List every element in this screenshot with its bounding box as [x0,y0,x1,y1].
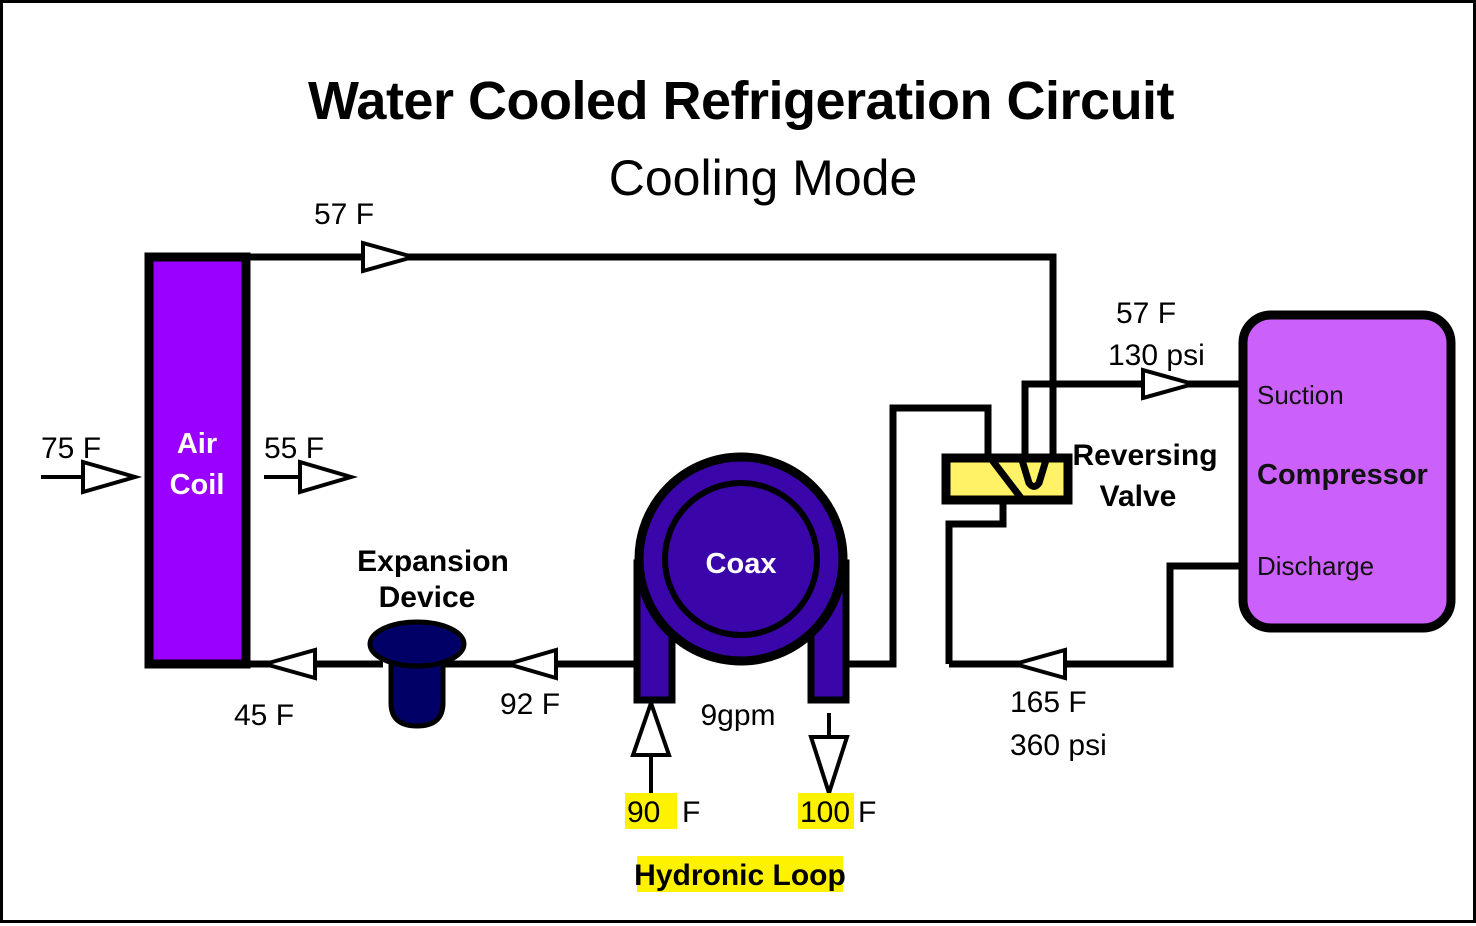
coax-inner-tube [662,480,820,638]
reversing-valve-port-connector [1018,458,1050,490]
pipe-compressor-discharge [949,562,1243,668]
label-hydronic-in-value: 90 [627,796,660,829]
arrow-expansion-inlet [500,647,558,681]
arrow-hydronic-out [808,735,850,800]
label-hydronic-flow: 9gpm [700,699,775,732]
coax-heat-exchanger[interactable]: Coax [633,452,850,704]
expansion-device-cap [367,619,467,669]
diagram-title-line2: Cooling Mode [609,150,918,206]
label-expansion-inlet: 92 F [500,688,560,721]
arrow-compressor-suction [1141,367,1201,401]
compressor-port-discharge-label: Discharge [1257,551,1374,581]
label-compressor-suction-press: 130 psi [1108,339,1205,372]
pipe-coax-to-valve [833,404,992,668]
label-compressor-suction-temp: 57 F [1116,297,1176,330]
expansion-device-label-line2: Device [379,581,476,614]
air-coil-label-line2: Coil [170,469,225,501]
label-compressor-discharge-press: 360 psi [1010,729,1107,762]
label-compressor-discharge-temp: 165 F [1010,686,1087,719]
arrow-hydronic-in [630,696,672,757]
hydronic-inlet-arrow [630,696,672,793]
expansion-device-label-line1: Expansion [357,545,509,578]
label-coil-suction-out: 57 F [314,198,374,231]
arrow-air-in [81,459,143,495]
compressor-label: Compressor [1257,459,1428,491]
reversing-valve-label-line1: Reversing [1072,439,1217,472]
reversing-valve[interactable] [941,453,1073,505]
expansion-device[interactable] [367,619,467,729]
label-coil-liquid-in: 45 F [234,699,294,732]
label-air-out: 55 F [264,432,324,465]
pipe-valve-suction-stub [1021,380,1068,465]
air-coil-label-line1: Air [177,428,217,460]
highlight-hydronic-out [798,793,854,829]
highlight-hydronic-in [625,793,677,829]
arrow-coil-liquid-in [257,647,317,681]
label-hydronic-out-unit: F [858,796,876,829]
air-coil-body[interactable] [144,252,251,669]
arrow-air-out [298,459,359,495]
label-air-in: 75 F [41,432,101,465]
label-hydronic-out-value: 100 [800,796,850,829]
label-hydronic-in-unit: F [682,796,700,829]
pipe-valve-to-discharge-return [945,500,1007,664]
reversing-valve-label-line2: Valve [1100,480,1177,513]
arrow-coil-suction-out [361,240,421,274]
compressor-body[interactable] [1238,310,1456,633]
diagram-title-line1: Water Cooled Refrigeration Circuit [308,71,1175,131]
arrow-compressor-discharge [1007,647,1067,681]
highlight-hydronic-loop [637,856,843,892]
pipe-coil-to-valve [246,253,1057,473]
label-hydronic-loop: Hydronic Loop [634,859,846,892]
reversing-valve-slider-diagonal [989,457,1024,501]
hydronic-outlet-arrow [808,713,850,800]
compressor-port-suction-label: Suction [1257,380,1344,410]
refrigeration-circuit-diagram: Water Cooled Refrigeration Circuit Cooli… [41,71,1456,892]
coax-label: Coax [706,548,777,580]
